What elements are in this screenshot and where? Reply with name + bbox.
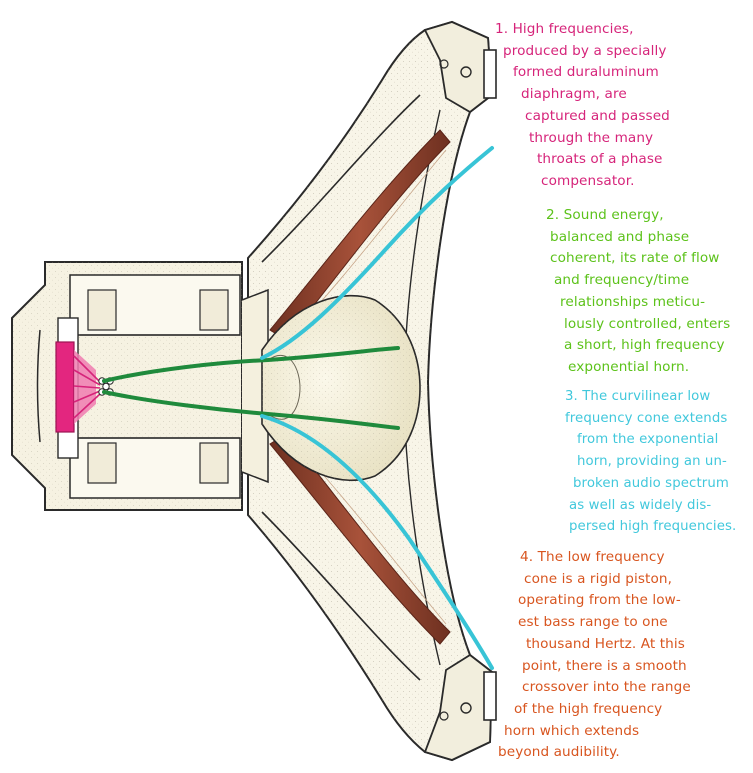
duraluminum-diaphragm <box>55 341 101 433</box>
caption-line: balanced and phase <box>550 228 690 245</box>
caption-line: a short, high frequency <box>564 337 725 354</box>
caption-line: formed duraluminum <box>513 64 659 81</box>
caption-line: est bass range to one <box>518 614 668 631</box>
caption-line: throats of a phase <box>537 151 663 168</box>
caption-line: exponential horn. <box>568 358 690 375</box>
caption-line: broken audio spectrum <box>573 475 729 491</box>
caption-line: through the many <box>529 129 654 146</box>
caption-sound-energy: 2. Sound energy, balanced and phase cohere… <box>546 205 730 379</box>
caption-line: cone is a rigid piston, <box>524 570 673 587</box>
caption-line: lously controlled, enters <box>564 315 731 332</box>
caption-line: 1. High frequencies, <box>495 21 634 37</box>
caption-line: from the exponential <box>577 432 719 448</box>
caption-line: beyond audibility. <box>498 744 620 761</box>
caption-line: compensator. <box>541 172 635 189</box>
caption-line: persed high frequencies. <box>569 519 737 535</box>
caption-line: point, there is a smooth <box>522 657 687 674</box>
dispersion-path <box>260 146 494 670</box>
caption-line: operating from the low- <box>518 592 681 609</box>
magnet-housing <box>11 261 269 511</box>
caption-curvilinear-cone: 3. The curvilinear low frequency cone ext… <box>565 386 736 538</box>
caption-line: horn, providing an un- <box>577 454 727 470</box>
caption-line: 2. Sound energy, <box>546 207 664 223</box>
caption-line: as well as widely dis- <box>569 497 712 513</box>
caption-line: crossover into the range <box>522 679 691 696</box>
caption-line: diaphragm, are <box>521 86 627 103</box>
horn-dome <box>261 294 421 482</box>
low-frequency-cone <box>269 129 451 645</box>
caption-line: thousand Hertz. At this <box>526 635 685 652</box>
caption-line: 3. The curvilinear low <box>565 389 711 404</box>
caption-line: frequency cone extends <box>565 410 728 426</box>
caption-line: captured and passed <box>525 107 670 124</box>
caption-high-frequencies: 1. High frequencies, produced by a specia… <box>495 19 670 193</box>
caption-line: and frequency/time <box>554 272 690 289</box>
caption-line: produced by a specially <box>503 42 667 59</box>
caption-low-frequency-cone: 4. The low frequency cone is a rigid pist… <box>498 547 691 764</box>
caption-line: 4. The low frequency <box>520 549 665 565</box>
caption-line: coherent, its rate of flow <box>550 250 720 267</box>
caption-line: of the high frequency <box>514 700 663 717</box>
sound-energy-path <box>102 346 400 430</box>
caption-line: horn which extends <box>504 722 640 739</box>
caption-line: relationships meticu- <box>560 293 706 310</box>
